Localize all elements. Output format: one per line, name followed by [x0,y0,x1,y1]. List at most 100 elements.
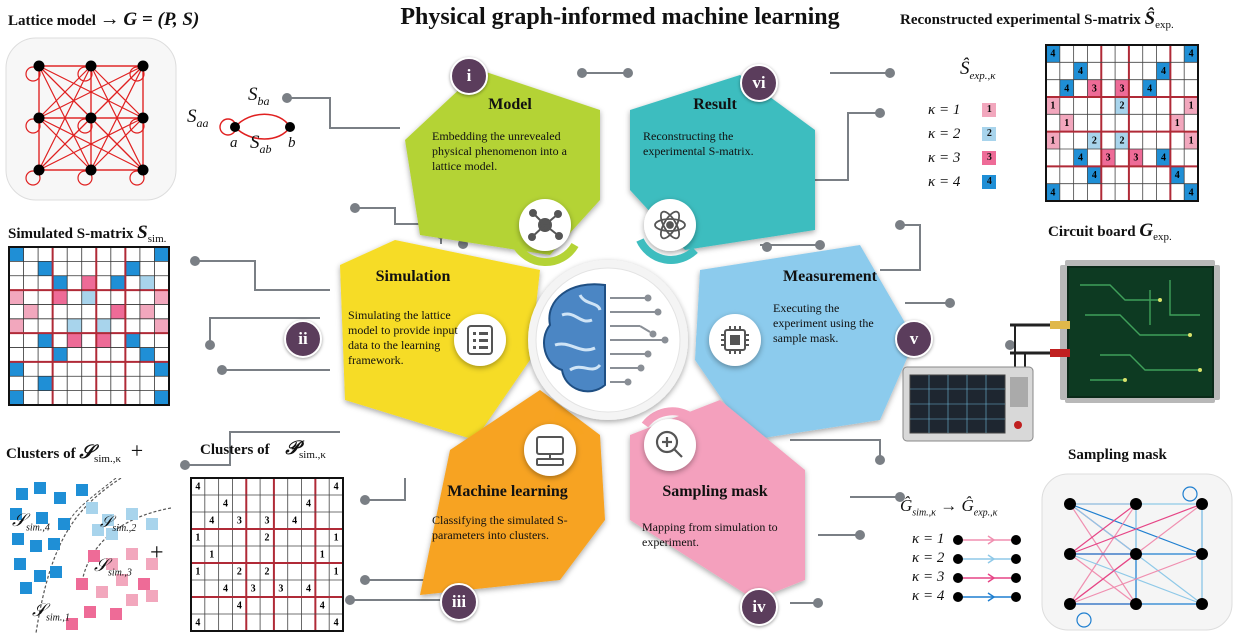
cluster-cell: 1 [334,567,339,578]
scatter-point [126,594,138,606]
reconstructed-cell: 4 [1092,170,1097,181]
reconstructed-cell: 1 [1050,101,1055,112]
cluster-cell: 1 [320,550,325,561]
page-title: Physical graph-informed machine learning [400,4,840,30]
mapping-edge-sample [953,572,1022,583]
cluster-cell: 4 [334,482,339,493]
label-s4: 𝒮sim.,4 [12,510,50,534]
legend-swatch: 4 [982,175,997,189]
cluster-cell: 4 [223,499,228,510]
petal-model-title: Model [488,96,532,113]
circuit-setup [902,260,1220,442]
scatter-point [76,578,88,590]
reconstructed-cell: 3 [1120,83,1125,94]
label-s-ab: Sab [250,132,272,156]
scatter-point [10,508,22,520]
mapping-item: κ = 3 [912,568,1032,587]
reconstructed-cell: 1 [1050,135,1055,146]
cluster-cell: 3 [237,516,242,527]
scatter-point [106,558,118,570]
cluster-cell: 4 [306,499,311,510]
lattice-node [33,60,45,72]
cluster-cell: 4 [320,601,325,612]
lattice-node [137,60,149,72]
node-b [285,122,295,132]
label-s-ba: Sba [248,84,270,108]
mask-node [1064,598,1076,610]
network-icon [528,209,563,241]
petal-simulation-shape [340,240,540,440]
cluster-cell: 3 [265,516,270,527]
plus-sign: + [150,540,164,566]
sampling-mask-graph [1041,473,1233,631]
reconstructed-cell: 4 [1175,170,1180,181]
cluster-cell: 1 [195,533,200,544]
petal-ml-desc: Classifying the simulated S-parameters i… [432,513,568,542]
lattice-node [33,164,45,176]
cluster-cell: 4 [334,618,339,629]
scatter-point [146,590,158,602]
reconstructed-cell: 3 [1092,83,1097,94]
mask-node [1130,498,1142,510]
mask-node [1196,548,1208,560]
lattice-node [33,112,45,124]
petal-result-title: Result [693,96,737,113]
petal-result-desc: Reconstructing the experimental S-matrix… [643,129,754,158]
mask-node [1064,548,1076,560]
reconstructed-cell: 4 [1161,66,1166,77]
reconstructed-cell: 3 [1106,153,1111,164]
petal-simulation-title: Simulation [375,268,451,285]
petal-ml-title: Machine learning [447,483,568,500]
scatter-point [92,524,104,536]
cluster-cell: 4 [195,618,200,629]
mapping-edge-sample [953,553,1022,564]
cluster-cell: 2 [237,567,242,578]
lattice-node [137,164,149,176]
scatter-point [36,512,48,524]
label-node-a: a [230,135,238,151]
scatter-point [54,492,66,504]
lattice-node [137,112,149,124]
cluster-cell: 2 [265,567,270,578]
mapping-item: κ = 4 [912,587,1032,606]
reconstructed-cell: 4 [1050,49,1055,60]
scatter-point [102,514,114,526]
label-node-b: b [288,135,296,151]
petal-simulation-desc: Simulating the lattice model to provide … [348,308,458,367]
reconstructed-cell: 2 [1092,135,1097,146]
step-badge-iii: iii [440,583,478,621]
reconstructed-cell: 4 [1161,153,1166,164]
scatter-point [146,518,158,530]
node-a [230,122,240,132]
clusters-s-header: Clusters of 𝒮sim.,κ + [6,438,144,465]
petal-sampling-desc: Mapping from simulation to experiment. [642,520,778,549]
cluster-cell: 4 [209,516,214,527]
lattice-node [85,112,97,124]
legend-swatch: 3 [982,151,997,165]
reconstructed-cell: 4 [1078,153,1083,164]
two-node-diagram [219,113,295,140]
mask-node [1196,498,1208,510]
mapping-header: Ĝsim.,κ → Ĝexp.,κ [900,496,998,519]
legend-swatch: 1 [982,103,997,117]
mapping-item: κ = 1 [912,530,1032,549]
scatter-point [84,606,96,618]
petal-measurement-title: Measurement [783,268,877,285]
computer-icon [536,436,564,466]
brain-icon [528,260,688,420]
petal-diagram [340,70,915,600]
scatter-point [48,538,60,550]
reconstructed-cell: 2 [1120,101,1125,112]
mask-node [1130,598,1142,610]
label-s2: 𝒮sim.,2 [100,514,137,535]
cluster-cell: 3 [251,584,256,595]
label-s1: 𝒮sim.,1 [32,600,70,624]
cluster-cell: 4 [195,482,200,493]
scatter-point [88,550,100,562]
legend-swatch: 2 [982,127,997,141]
